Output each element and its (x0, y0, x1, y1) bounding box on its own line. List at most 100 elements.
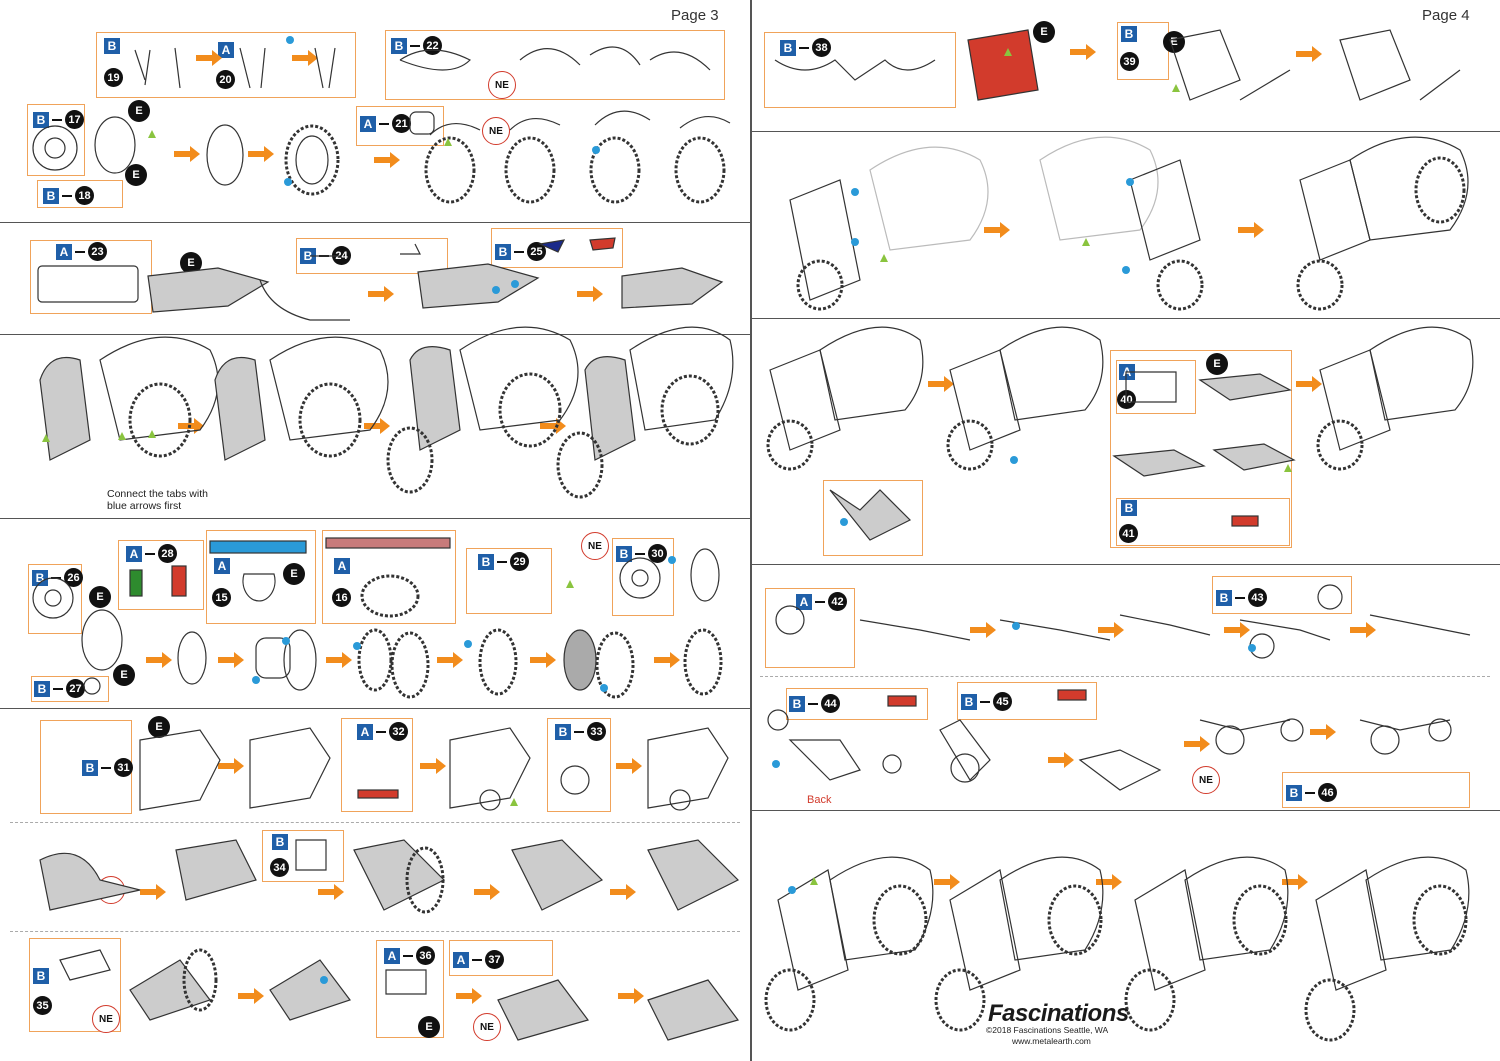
orange-right-arrow-icon (1296, 376, 1322, 392)
page-divider (750, 0, 752, 1061)
callout-box-29 (466, 548, 552, 614)
website-url: www.metalearth.com (1012, 1036, 1091, 1046)
e-badge: E (89, 586, 111, 608)
sheet-letter: B (104, 38, 120, 54)
orange-right-arrow-icon (934, 874, 960, 890)
section-divider (0, 222, 750, 223)
callout-box-42 (765, 588, 855, 668)
orange-right-arrow-icon (140, 884, 166, 900)
orange-right-arrow-icon (577, 286, 603, 302)
sheet-letter: A (334, 558, 350, 574)
orange-right-arrow-icon (1098, 622, 1124, 638)
step-46-tag: B 46 (1286, 783, 1337, 802)
e-badge: E (128, 100, 150, 122)
ne-badge: NE (482, 117, 510, 145)
sheet-letter: A (214, 558, 230, 574)
section-divider (752, 318, 1500, 319)
e-badge: E (113, 664, 135, 686)
callout-box-22 (385, 30, 725, 100)
step-number: 19 (104, 68, 123, 87)
orange-right-arrow-icon (1310, 724, 1336, 740)
orange-right-arrow-icon (1282, 874, 1308, 890)
step-number: 44 (821, 694, 840, 713)
sheet-letter: A (56, 243, 72, 260)
orange-right-arrow-icon (326, 652, 352, 668)
sheet-letter: A (360, 115, 376, 132)
sheet-letter: B (33, 968, 49, 984)
callout-box-38 (764, 32, 956, 108)
callout-box-detail (823, 480, 923, 556)
scooter-body-illustration (39, 326, 734, 499)
wheel-hub-part (32, 125, 78, 171)
step-number: 46 (1318, 783, 1337, 802)
callout-box-37 (449, 940, 553, 976)
orange-right-arrow-icon (618, 988, 644, 1004)
step-34-number: 34 (270, 858, 289, 877)
step-19-tag: B (104, 38, 120, 54)
blue-dot-icon (252, 36, 1256, 984)
step-number: 42 (828, 592, 847, 611)
e-badge: E (418, 1016, 440, 1038)
orange-right-arrow-icon (1350, 622, 1376, 638)
orange-right-arrow-icon (1296, 46, 1322, 62)
step-20-tag: A (218, 42, 234, 58)
callout-box-15 (206, 530, 316, 624)
tire-part (284, 124, 340, 196)
callout-box-41 (1116, 498, 1290, 546)
orange-right-arrow-icon (456, 988, 482, 1004)
step-number: 21 (392, 114, 411, 133)
callout-box-25 (491, 228, 623, 268)
ne-badge: NE (581, 532, 609, 560)
step-number: 43 (1248, 588, 1267, 607)
orange-right-arrow-icon (364, 418, 390, 434)
step-19-number: 19 (104, 68, 123, 87)
step-number: 37 (485, 950, 504, 969)
orange-right-arrow-icon (970, 622, 996, 638)
sheet-letter: B (1121, 26, 1137, 42)
back-label: Back (807, 794, 832, 806)
callout-box-35 (29, 938, 121, 1032)
callout-box-30 (612, 538, 674, 616)
e-badge: E (148, 716, 170, 738)
callout-box-24 (296, 238, 448, 274)
callout-box-40 (1116, 360, 1196, 414)
sheet-letter: A (453, 951, 469, 968)
tire-part (504, 136, 556, 204)
callout-box-19-20 (96, 32, 356, 98)
step-41-tag: B (1121, 500, 1137, 516)
sheet-letter: B (1286, 784, 1302, 801)
tabs-note-line1: Connect the tabs with (107, 488, 208, 500)
orange-right-arrow-icon (420, 758, 446, 774)
orange-right-arrow-icon (928, 376, 954, 392)
sheet-letter: A (796, 593, 812, 610)
step-number: 36 (416, 946, 435, 965)
sheet-letter: B (43, 187, 59, 204)
callout-box-26 (28, 564, 82, 634)
orange-right-arrow-icon (616, 758, 642, 774)
section-divider (0, 708, 750, 709)
step-number: 32 (389, 722, 408, 741)
section-divider (752, 564, 1500, 565)
sheet-letter: B (300, 247, 316, 264)
ne-badge: NE (92, 1005, 120, 1033)
section-divider-dotted (760, 676, 1490, 677)
orange-right-arrow-icon (292, 50, 318, 66)
step-21-tag: A 21 (360, 114, 411, 133)
sheet-letter: A (384, 947, 400, 964)
orange-right-arrow-icon (984, 222, 1010, 238)
callout-box-46 (1282, 772, 1470, 808)
orange-right-arrow-icon (654, 652, 680, 668)
green-triangle-icon (42, 48, 1292, 885)
callout-box-45 (957, 682, 1097, 720)
orange-right-arrow-icon (318, 884, 344, 900)
step-number: 38 (812, 38, 831, 57)
